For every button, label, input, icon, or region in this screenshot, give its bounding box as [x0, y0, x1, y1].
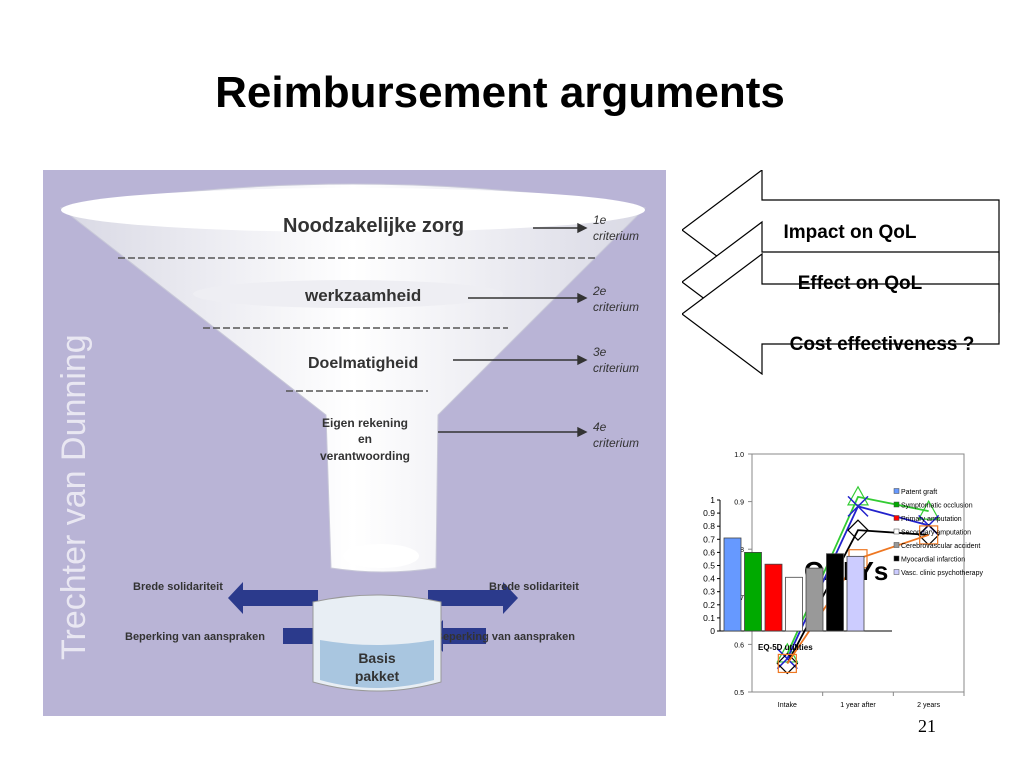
funnel-level-4-line-3: verantwoording: [320, 449, 410, 463]
line-point-triangle: [846, 485, 870, 506]
funnel-level-2: werkzaamheid: [304, 286, 421, 305]
basket-line-1: Basis: [358, 650, 396, 666]
bar-5: [826, 553, 844, 632]
left-top-arrow: [228, 582, 318, 614]
funnel-level-4-line-2: en: [358, 432, 372, 446]
criterium-2-num: 2e: [592, 284, 607, 298]
line-point-diamond: [917, 524, 940, 546]
bar-y-tick-label: 0.4: [703, 574, 715, 584]
slide-title: Reimbursement arguments: [215, 68, 785, 117]
argument-arrow-cost: [681, 252, 1000, 376]
line-point-square: [777, 653, 797, 674]
line-x-tick-label: 2 years: [917, 702, 940, 709]
legend-label-0: Patent graft: [901, 489, 937, 496]
basket-line-2: pakket: [355, 668, 400, 684]
left-bottom-label: Beperking van aanspraken: [125, 631, 265, 643]
bar-y-tick-label: 0.5: [703, 561, 715, 571]
argument-arrows: Impact on QoL Effect on QoL Cost effecti…: [681, 168, 1002, 376]
line-point-diamond: [776, 652, 799, 675]
line-y-tick-label: 1.0: [734, 452, 744, 459]
legend-label-1: Symptomatic occlusion: [901, 503, 973, 510]
argument-label-cost: Cost effectiveness ?: [790, 334, 975, 355]
right-bottom-arrow: [428, 620, 486, 652]
line-point-diamond: [847, 519, 869, 542]
bar-y-tick-label: 0.2: [703, 600, 715, 610]
criterium-2-word: criterium: [593, 300, 639, 314]
bar-y-tick-label: 0: [710, 626, 715, 636]
bar-y-tick-label: 0.6: [703, 547, 715, 557]
left-top-label: Brede solidariteit: [133, 581, 223, 593]
legend-label-6: Vasc. clinic psychotherapy: [901, 570, 983, 577]
criterium-3-word: criterium: [593, 361, 639, 375]
legend-swatch-3: [893, 528, 900, 535]
criterium-4-word: criterium: [593, 436, 639, 450]
legend-label-2: Primary amputation: [901, 516, 962, 523]
bar-y-tick-label: 0.3: [703, 587, 715, 597]
bar-y-tick-label: 0.9: [703, 508, 715, 518]
criterium-1-num: 1e: [593, 213, 607, 227]
right-bottom-label: Beperking van aanspraken: [435, 631, 575, 643]
legend-swatch-2: [893, 515, 900, 521]
line-point-square: [919, 525, 939, 545]
bar-y-tick-label: 1: [710, 495, 715, 505]
line-y-tick-label: 0.5: [734, 690, 744, 697]
legend-swatch-6: [893, 569, 900, 575]
funnel-diagram: Trechter van Dunning Noodzakelijke zorg …: [43, 170, 666, 716]
bar-1: [744, 552, 762, 632]
funnel-level-1: Noodzakelijke zorg: [283, 215, 464, 237]
argument-label-impact: Impact on QoL: [784, 222, 917, 243]
bar-3: [785, 576, 803, 632]
legend-label-4: Cerebrovascular accident: [901, 543, 980, 550]
bar-4: [805, 567, 824, 632]
legend-swatch-4: [893, 542, 900, 548]
bar-0: [723, 537, 742, 632]
argument-label-effect: Effect on QoL: [798, 273, 923, 294]
line-y-tick-label: 0.6: [734, 642, 744, 649]
bar-2: [764, 563, 783, 632]
line-point-triangle: [917, 499, 940, 520]
funnel-level-3: Doelmatigheid: [308, 355, 418, 372]
criterium-1-word: criterium: [593, 229, 639, 243]
criterium-3-num: 3e: [593, 345, 607, 359]
bar-y-tick-label: 0.8: [703, 521, 715, 531]
bar-6: [846, 555, 865, 632]
right-top-arrow: [428, 582, 518, 614]
legend-label-3: Secondary amputation: [901, 530, 971, 537]
legend-swatch-5: [893, 555, 900, 562]
line-y-tick-label: 0.9: [734, 500, 744, 507]
bar-y-tick-label: 0.1: [703, 613, 715, 623]
line-x-tick-label: 1 year after: [840, 702, 876, 709]
line-annotation: EQ-5D utilities: [758, 643, 813, 652]
page-number: 21: [918, 716, 936, 736]
bar-chart-layer: 0 0.1 0.2 0.3 0.4 0.5 0.6 0.7 0.8 0.9 1 Patent graf…: [703, 488, 983, 636]
legend-label-5: Myocardial infarction: [901, 557, 965, 564]
funnel-vertical-text: Trechter van Dunning: [55, 334, 93, 660]
bar-y-tick-label: 0.7: [703, 534, 715, 544]
criterium-4-num: 4e: [593, 420, 607, 434]
right-top-label: Brede solidariteit: [489, 581, 579, 593]
funnel-rim: [61, 188, 645, 232]
legend-swatch-0: [893, 488, 900, 494]
legend-swatch-1: [893, 501, 900, 508]
line-x-tick-label: Intake: [778, 702, 797, 709]
line-point-cross: [847, 495, 869, 517]
funnel-level-4-line-1: Eigen rekening: [322, 416, 408, 430]
